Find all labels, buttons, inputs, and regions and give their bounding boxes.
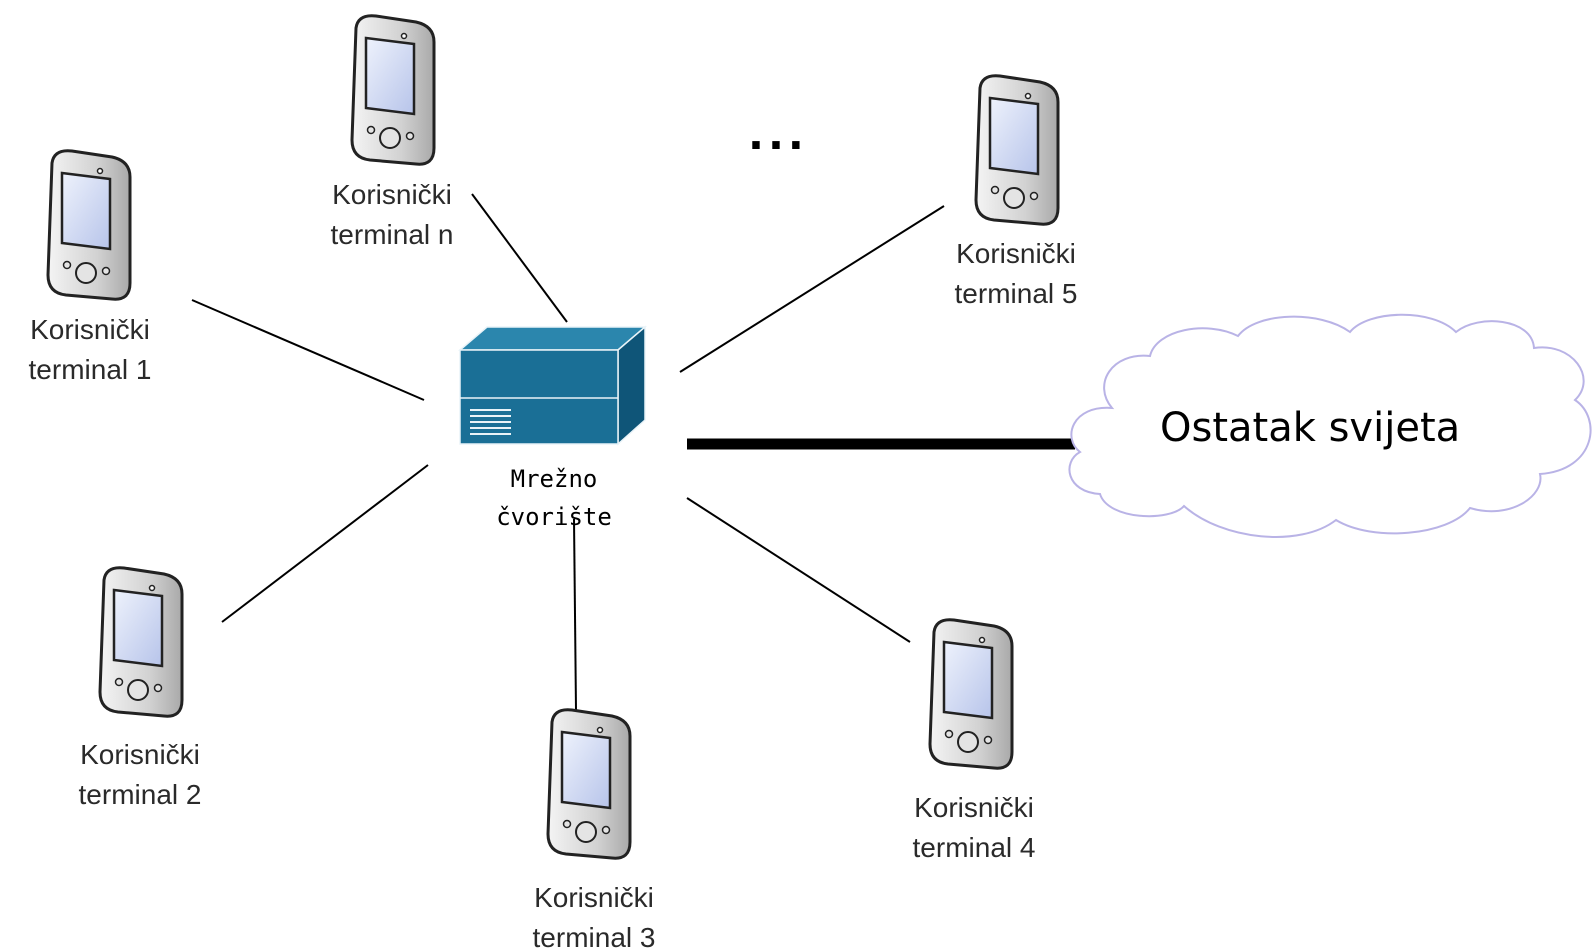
terminal-label-line2: terminal 5 [954, 278, 1078, 309]
link-terminal-5 [679, 205, 945, 373]
cloud-label: Ostatak svijeta [1160, 405, 1461, 451]
link-terminal-2 [221, 464, 429, 623]
pda-icon [98, 566, 184, 718]
terminal-label-line2: terminal 4 [912, 832, 1036, 863]
terminal-3-label: Korisnički terminal 3 [514, 878, 674, 951]
terminal-label-line2: terminal 2 [78, 779, 202, 810]
terminal-label-line1: Korisnički [534, 882, 654, 913]
terminal-label-line1: Korisnički [914, 792, 1034, 823]
link-terminal-1 [191, 299, 425, 401]
terminal-label-line2: terminal 1 [28, 354, 152, 385]
terminal-label-line1: Korisnički [80, 739, 200, 770]
terminal-label-line2: terminal 3 [532, 922, 656, 951]
pda-icon [974, 74, 1060, 226]
network-hub-icon [457, 325, 648, 446]
pda-icon [46, 149, 132, 301]
terminal-label-line1: Korisnički [956, 238, 1076, 269]
terminal-label-line1: Korisnički [30, 314, 150, 345]
pda-icon [350, 14, 436, 166]
link-terminal-4 [686, 497, 911, 643]
hub-label-line2: čvorište [496, 503, 612, 531]
hub-label: Mrežno čvorište [484, 460, 624, 536]
link-terminal-3 [573, 518, 577, 711]
hub-label-line1: Mrežno [510, 465, 598, 493]
terminal-5-label: Korisnički terminal 5 [936, 234, 1096, 314]
link-terminal-n [471, 193, 568, 323]
terminal-label-line1: Korisnički [332, 179, 452, 210]
terminal-2-label: Korisnički terminal 2 [60, 735, 220, 815]
more-terminals-ellipsis: ... [748, 110, 808, 159]
terminal-n-label: Korisnički terminal n [312, 175, 472, 255]
terminal-1-label: Korisnički terminal 1 [10, 310, 170, 390]
cloud-shape [1068, 313, 1592, 538]
pda-icon [928, 618, 1014, 770]
terminal-4-label: Korisnički terminal 4 [894, 788, 1054, 868]
terminal-label-line2: terminal n [330, 219, 454, 250]
pda-icon [546, 708, 632, 860]
